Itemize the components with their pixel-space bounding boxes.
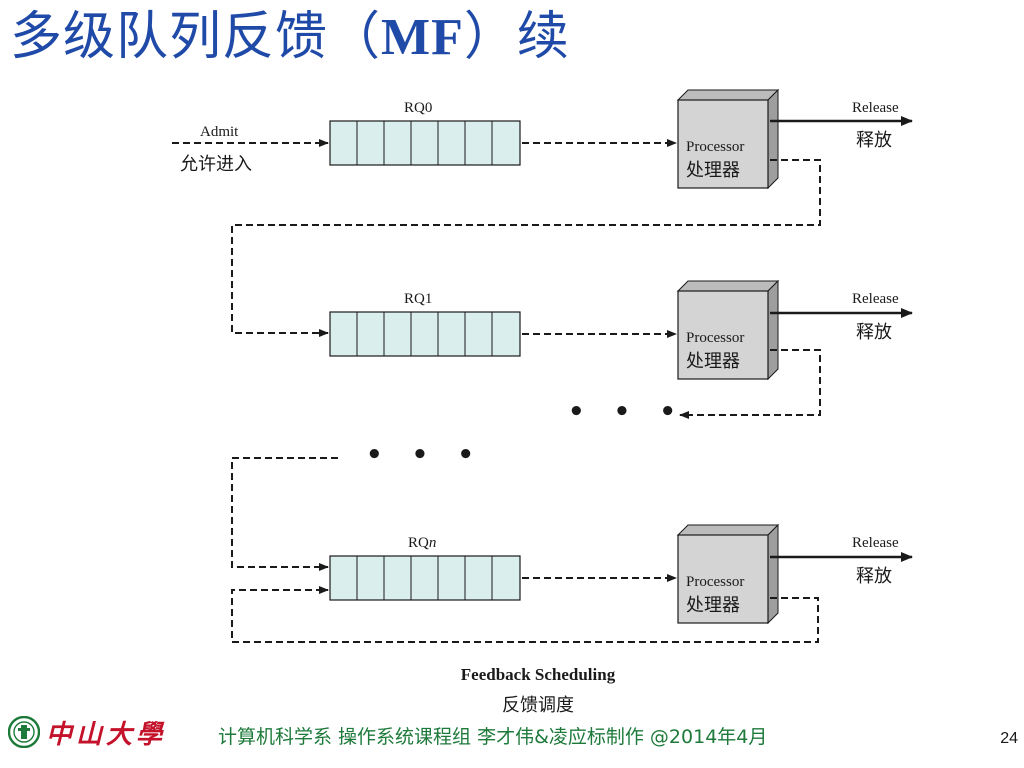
release-label-n: Release [852,535,899,551]
release-label-0: Release [852,100,899,116]
queue-label-rqn-suffix: n [429,535,437,551]
queue-label-rqn-prefix: RQ [408,535,429,551]
processor-label-0: Processor [686,139,744,155]
ready-queue-rqn [329,555,521,601]
ellipsis-lower: • • • [366,440,484,470]
title-latin-part: MF [381,9,464,66]
ready-queue-rq0 [329,120,521,166]
processor-label-cn-1: 处理器 [686,351,740,372]
feedback-path-prev-to-n [231,457,338,571]
processor-label-cn-n: 处理器 [686,595,740,616]
processor-label-cn-0: 处理器 [686,160,740,181]
ready-queue-rq1 [329,311,521,357]
admit-label: Admit [200,124,239,140]
page-number: 24 [1000,730,1018,747]
queue-label-rq0: RQ0 [404,100,432,116]
queue-label-rq1: RQ1 [404,291,432,307]
title-cn-part-1: 多级队列反馈（ [10,7,382,67]
feedback-path-1-to-next [679,349,821,419]
feedback-loop-n [231,586,819,643]
diagram-caption-cn: 反馈调度 [502,695,574,716]
footer-credit: 计算机科学系 操作系统课程组 李才伟&凌应标制作 @2014年4月 [218,726,768,748]
ellipsis-upper: • • • [568,397,686,427]
university-seal-icon [8,716,40,748]
title-cn-part-2: ）续 [463,7,570,67]
slide-title: 多级队列反馈（MF）续 [10,0,570,69]
queue-label-rqn: RQn [408,535,436,551]
slide-footer: 中山大學 计算机科学系 操作系统课程组 李才伟&凌应标制作 @2014年4月 2… [8,712,1018,752]
diagram-caption: Feedback Scheduling [461,665,616,684]
admit-label-cn: 允许进入 [180,154,252,175]
processor-label-n: Processor [686,574,744,590]
feedback-path-0-to-1 [231,159,821,337]
release-label-cn-n: 释放 [856,566,892,587]
processor-box-0 [676,88,780,190]
release-label-cn-0: 释放 [856,130,892,151]
processor-label-1: Processor [686,330,744,346]
release-label-1: Release [852,291,899,307]
university-logo-text: 中山大學 [46,720,167,750]
processor-box-n [676,523,780,625]
release-label-cn-1: 释放 [856,322,892,343]
processor-box-1 [676,279,780,381]
